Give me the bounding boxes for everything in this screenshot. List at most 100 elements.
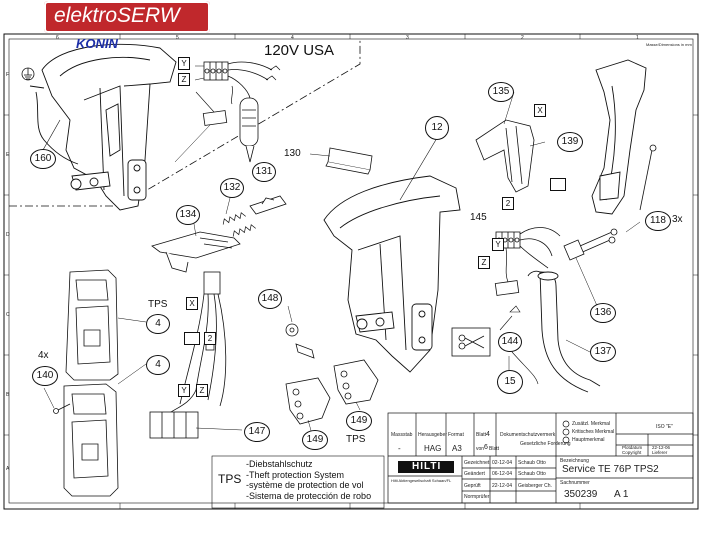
legend-key: TPS xyxy=(218,472,242,486)
wire-tag-x: X xyxy=(534,104,546,117)
tb-iso: ISO "E" xyxy=(656,424,673,430)
tb-merkmal-3: Hauptmerkmal xyxy=(572,437,605,443)
tb-herausgeber: Herausgeber xyxy=(418,432,447,438)
tb-blatt: Blatt xyxy=(476,432,487,438)
tb-row-date-1: 06-12-04 xyxy=(492,471,513,477)
wire-tag-2: 2 xyxy=(502,197,514,210)
tb-plot-val: 22-12-06 xyxy=(652,445,671,450)
legend-line-fr: -système de protection de vol xyxy=(246,480,364,490)
wire-tag-2a-harness xyxy=(184,332,200,345)
callout-137: 137 xyxy=(590,342,616,362)
tb-row-date-2: 22-12-04 xyxy=(492,483,513,489)
callout-4-a: 4 xyxy=(146,314,170,334)
callout-134: 134 xyxy=(176,205,200,225)
tb-massstab: Massstab xyxy=(391,432,413,438)
frame-col-5: 5 xyxy=(176,35,179,41)
wire-tag-z-main: Z xyxy=(478,256,490,269)
callout-145: 145 xyxy=(470,212,487,223)
callout-160: 160 xyxy=(30,149,56,169)
tb-dokument: Dokumentschutzvermerk xyxy=(500,432,556,438)
callout-144: 144 xyxy=(498,332,522,352)
logo-city: KONIN xyxy=(76,36,118,51)
tb-bezeichnung: Service TE 76P TPS2 xyxy=(562,464,659,475)
callout-147: 147 xyxy=(244,422,270,442)
frame-col-4: 4 xyxy=(291,35,294,41)
tb-sachnummer-label: Sachnummer xyxy=(560,480,590,486)
tb-blatt-suffix: Blatt xyxy=(489,446,500,452)
wire-tag-z: Z xyxy=(178,73,190,86)
wire-tag-y-main: Y xyxy=(492,238,504,251)
tb-row-name-2: Geisberger Ch. xyxy=(518,483,552,489)
tb-von-val: 6 xyxy=(484,444,488,451)
tb-von: von xyxy=(476,446,485,452)
callout-4-b: 4 xyxy=(146,355,170,375)
frame-col-1: 1 xyxy=(636,35,639,41)
tb-merkmal-1: Zusätzl. Merkmal xyxy=(572,421,611,427)
tb-bezeichnung-label: Bezeichnung xyxy=(560,458,589,464)
frame-col-6: 6 xyxy=(56,35,59,41)
wire-tag-2-harness: 2 xyxy=(204,332,216,345)
frame-col-3: 3 xyxy=(406,35,409,41)
callout-12: 12 xyxy=(425,116,449,140)
callout-131: 131 xyxy=(252,162,276,182)
company-logo: elektroSERW xyxy=(44,1,210,33)
tb-gesetzliche: Gesetzliche Forderung xyxy=(520,441,571,447)
callout-149-b: 149 xyxy=(346,411,372,431)
tps-label-module: TPS xyxy=(148,299,168,310)
legend-line-es: -Sistema de protección de robo xyxy=(246,490,372,501)
tb-row-label-1: Geändert xyxy=(464,471,485,477)
callout-148: 148 xyxy=(258,289,282,309)
tb-row-label-0: Gezeichnet xyxy=(464,460,490,466)
frame-row-A: A xyxy=(6,466,10,472)
logo-brand: elektroSERW xyxy=(54,4,180,27)
dimensions-note: Masse/Dimensions in mm xyxy=(646,42,692,47)
tb-herausgeber-val: HAG xyxy=(424,444,442,453)
tb-row-date-0: 02-12-04 xyxy=(492,460,513,466)
tb-copy-val: Lieferer xyxy=(652,450,668,455)
callout-132: 132 xyxy=(220,178,244,198)
tb-row-label-2: Geprüft xyxy=(464,483,481,489)
tb-company: Hilti Aktiengesellschaft Schaan/FL xyxy=(391,478,452,483)
tb-format: Format xyxy=(448,432,464,438)
hilti-logo: HILTI xyxy=(412,461,442,472)
tb-row-name-1: Schaub Otto xyxy=(518,471,546,477)
legend-line-de: -Diebstahlschutz xyxy=(246,459,313,469)
callout-149-a: 149 xyxy=(302,430,328,450)
frame-row-D: D xyxy=(6,232,10,238)
tps-label-keys: TPS xyxy=(346,434,366,445)
tb-row-label-3: Normprüfer xyxy=(464,494,490,500)
wire-tag-x-harness: X xyxy=(186,297,198,310)
tb-row-name-0: Schaub Otto xyxy=(518,460,546,466)
tb-format-val: A3 xyxy=(452,444,462,453)
wire-tag-2-alt xyxy=(550,178,566,191)
frame-row-E: E xyxy=(6,152,10,158)
legend-lines: -Diebstahlschutz -Theft protection Syste… xyxy=(246,459,371,501)
callout-136: 136 xyxy=(590,303,616,323)
wire-tag-y-harness: Y xyxy=(178,384,190,397)
callout-118-qty: 3x xyxy=(672,214,683,225)
frame-row-F: F xyxy=(6,72,10,78)
tb-index: A 1 xyxy=(614,489,629,500)
callout-130: 130 xyxy=(284,148,301,159)
callout-140: 140 xyxy=(32,366,58,386)
callout-118: 118 xyxy=(645,211,671,231)
wire-tag-y: Y xyxy=(178,57,190,70)
callout-139: 139 xyxy=(557,132,583,152)
frame-row-C: C xyxy=(6,312,10,318)
tb-blatt-val: 4 xyxy=(486,431,490,438)
legend-line-en: -Theft protection System xyxy=(246,469,345,480)
tb-merkmal-2: Kritisches Merkmal xyxy=(572,429,615,435)
variant-label: 120V USA xyxy=(264,42,335,59)
frame-col-2: 2 xyxy=(521,35,524,41)
tb-plotdatum: Plotdatum xyxy=(622,445,643,450)
callout-140-qty: 4x xyxy=(38,350,49,361)
tb-sachnummer: 350239 xyxy=(564,489,598,500)
wire-tag-z-harness: Z xyxy=(196,384,208,397)
frame-row-B: B xyxy=(6,392,10,398)
callout-135: 135 xyxy=(488,82,514,102)
tb-copyright: Copyright xyxy=(622,450,642,455)
tb-massstab-val: - xyxy=(398,444,401,453)
callout-15: 15 xyxy=(497,370,523,394)
